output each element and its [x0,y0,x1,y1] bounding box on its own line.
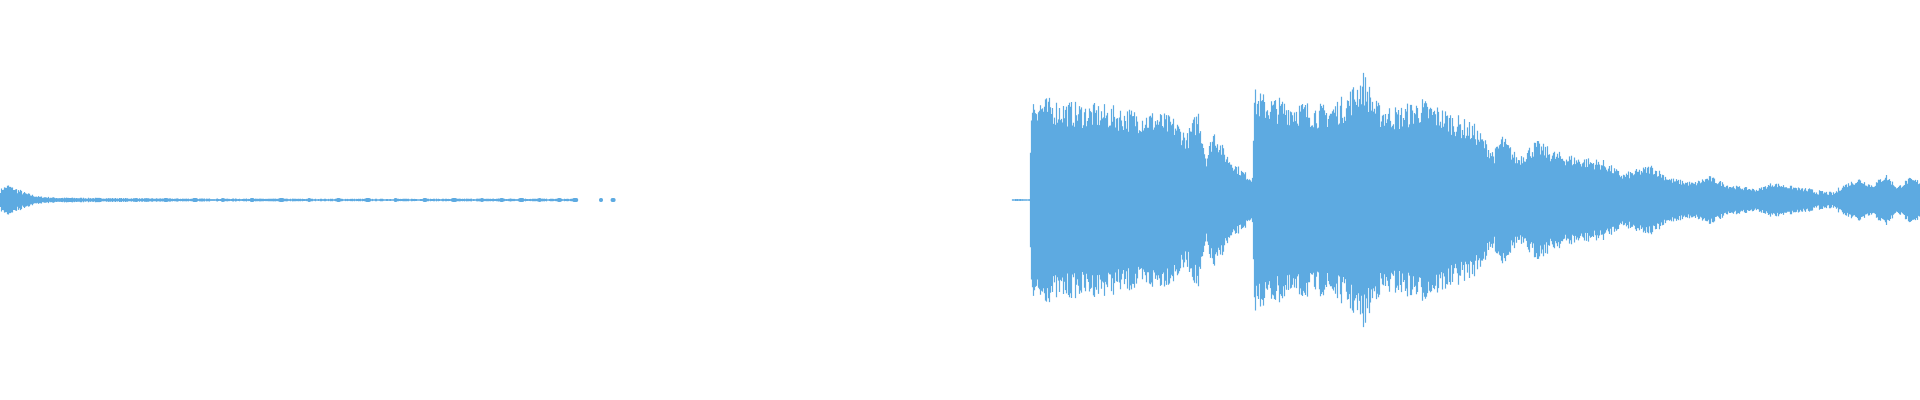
waveform-blip [38,198,43,202]
waveform-blip [364,198,371,202]
waveform-blip [537,198,542,202]
waveform-blip [220,198,225,202]
waveform-segment-main-section-b [1251,72,1920,328]
waveform-blip [307,198,312,202]
waveform-blip [610,198,616,202]
waveform-blip [336,198,341,202]
waveform-blip [572,198,579,202]
waveform-segment-main-section-a [1029,97,1253,303]
waveform-blip [518,198,525,202]
waveform-blip [393,198,398,202]
waveform-blip [163,198,169,202]
waveform-blip [67,198,73,202]
waveform-blip [451,198,458,202]
waveform-blip [96,198,102,202]
waveform-blip [599,198,603,202]
waveform-blip [278,198,285,202]
waveform-blip [249,198,255,202]
waveform-blip [556,198,562,202]
waveform-blip [499,198,505,202]
waveform-segment-lead-in-tick [1011,199,1031,201]
waveform-peaks [0,72,1920,328]
waveform-blip [192,198,198,202]
waveform-blip [480,198,484,202]
waveform-blip [134,198,139,202]
waveform-blip [422,198,428,202]
